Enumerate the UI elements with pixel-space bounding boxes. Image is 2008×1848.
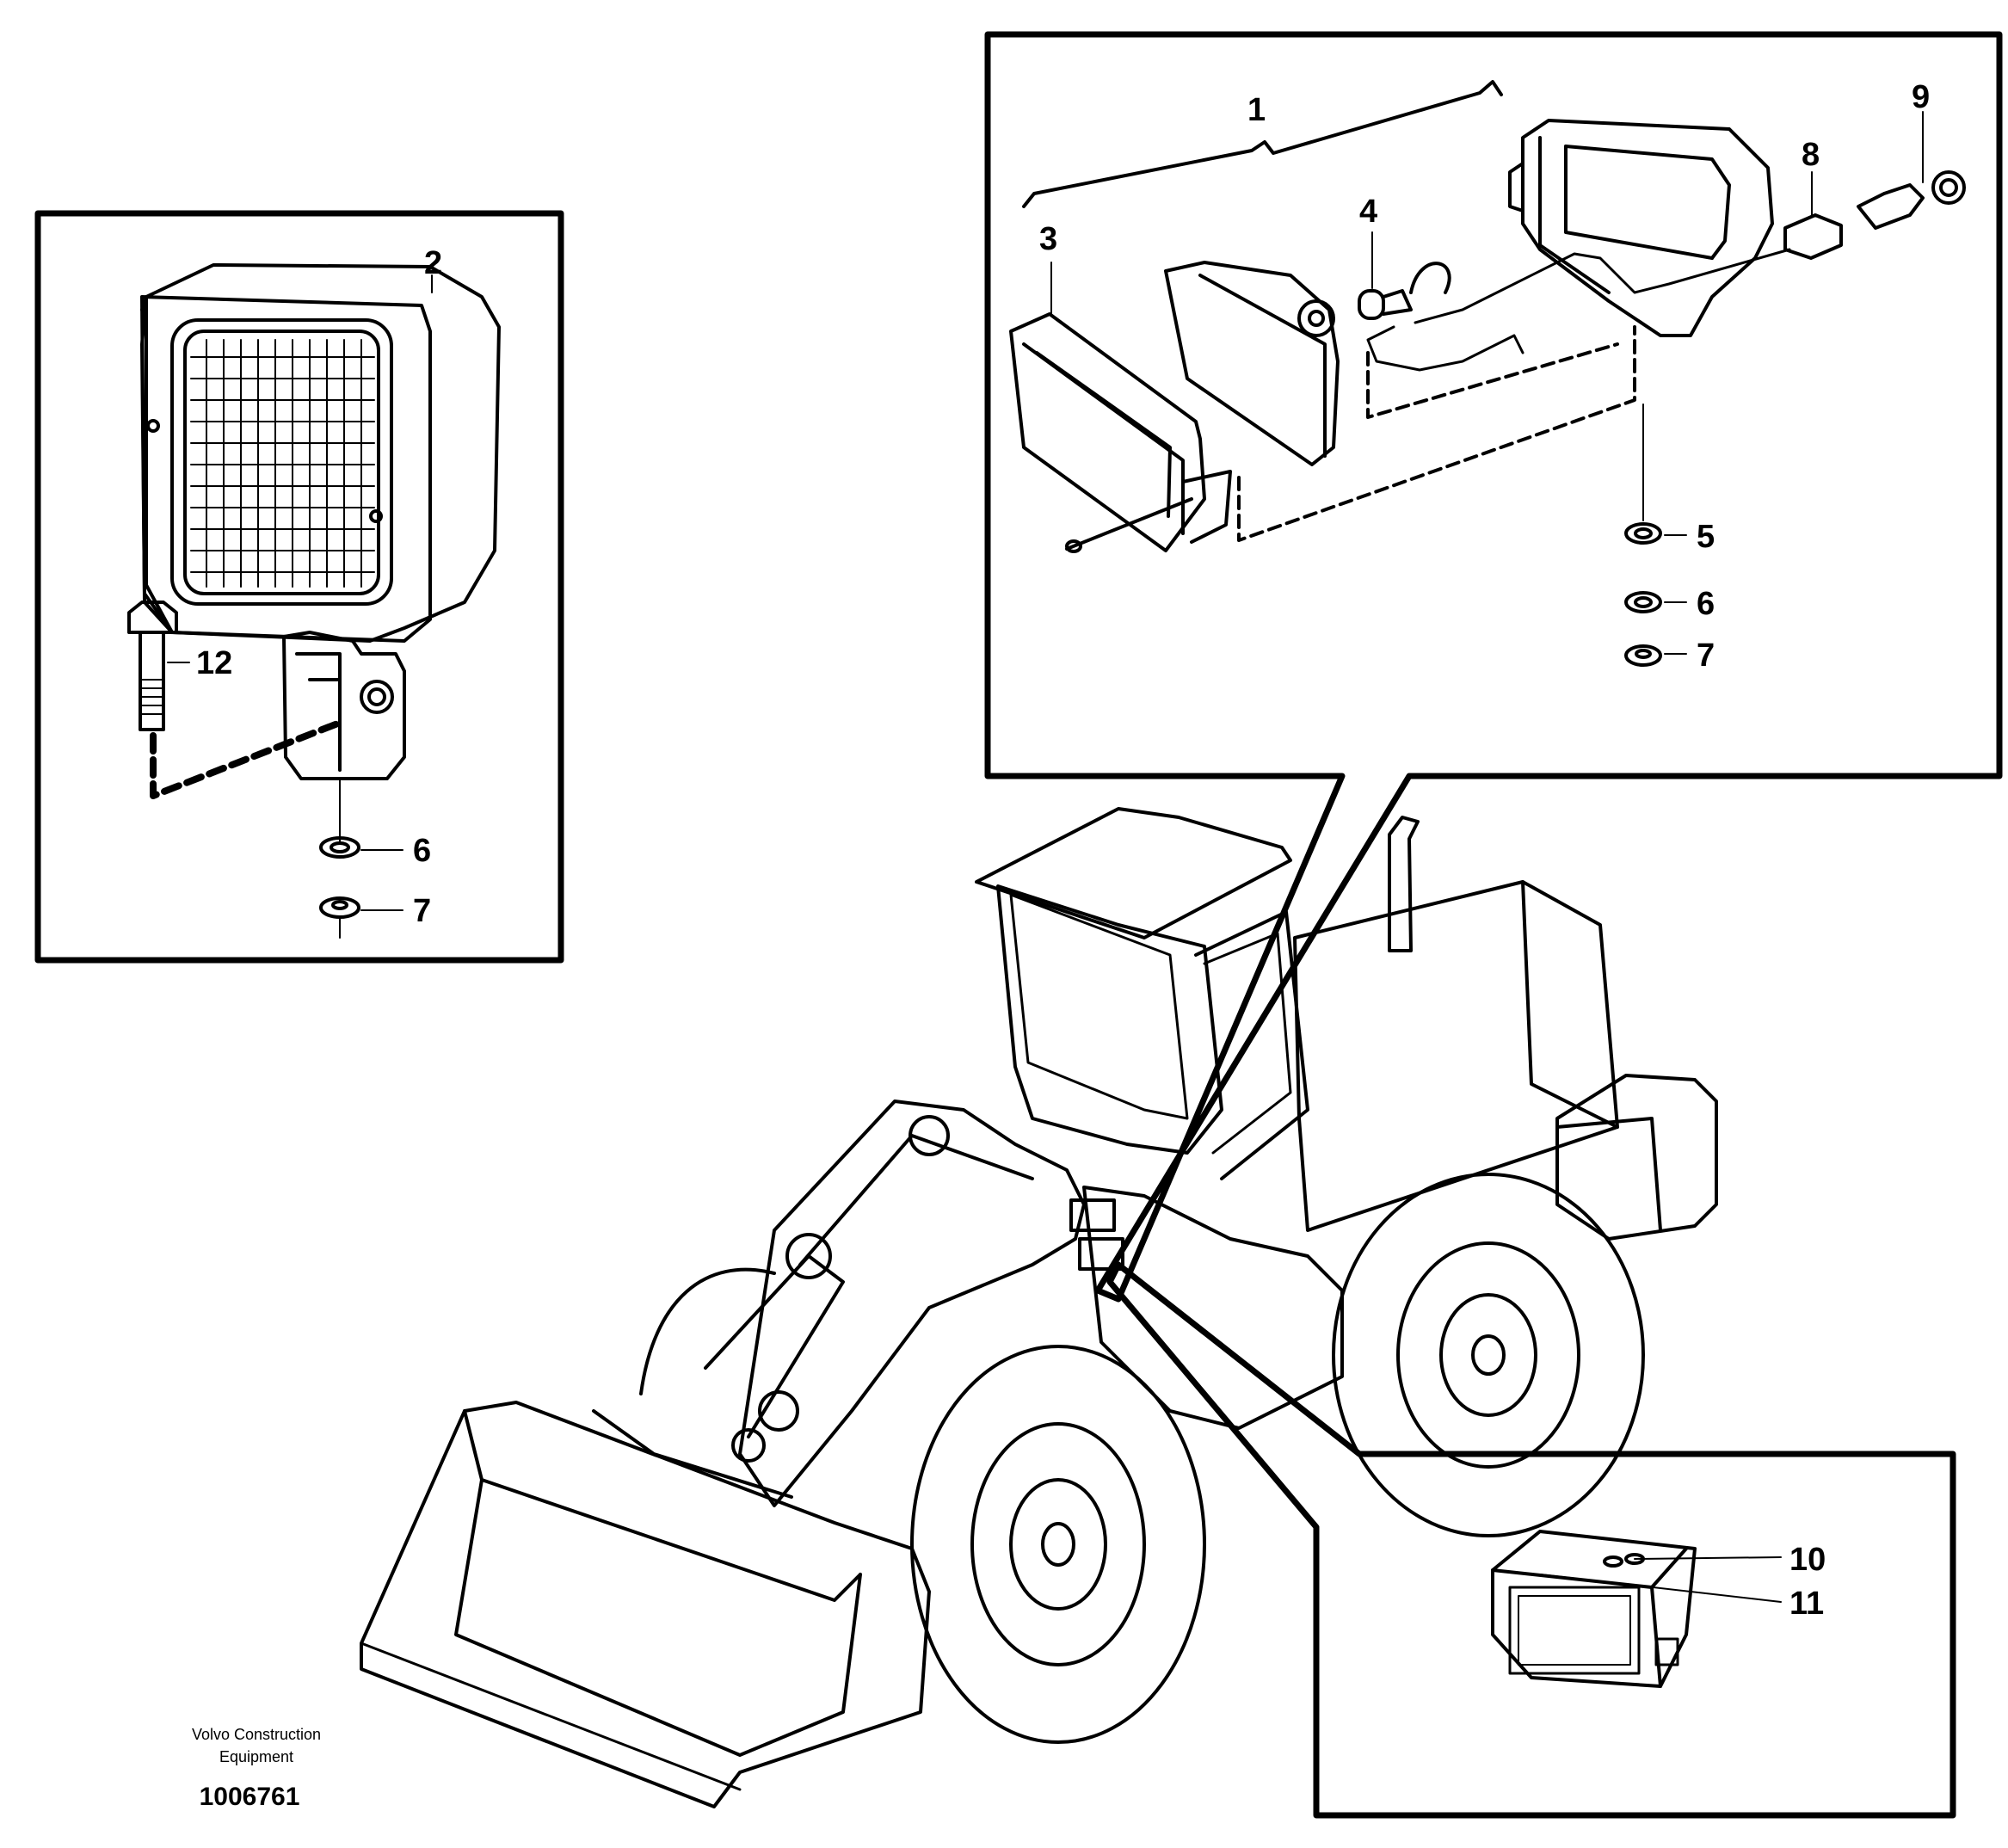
label-part-5: 5	[1697, 519, 1715, 555]
label-part-9: 9	[1912, 79, 1930, 115]
assembly-bracket-part-1	[1022, 80, 1503, 208]
company-name-line2: Equipment	[219, 1748, 293, 1765]
lamp-frame-part-3	[1009, 312, 1232, 552]
plug-part-9	[1857, 170, 1966, 230]
wheel-loader-illustration	[360, 807, 1718, 1808]
label-part-6-top: 6	[1697, 586, 1715, 622]
label-part-1: 1	[1247, 92, 1266, 128]
label-part-7-left: 7	[413, 893, 431, 929]
company-name-line1: Volvo Construction	[192, 1726, 321, 1743]
label-part-2: 2	[424, 245, 442, 281]
top-detail-panel	[984, 31, 2003, 1303]
washer-part-5	[1624, 522, 1662, 545]
bolt-part-12	[127, 601, 178, 731]
rear-wheel	[1332, 1173, 1645, 1537]
label-part-11: 11	[1789, 1586, 1824, 1622]
work-light-lamp	[140, 263, 501, 643]
left-detail-panel	[34, 210, 564, 964]
label-part-7-top: 7	[1697, 638, 1715, 674]
nut-part-7-top	[1624, 644, 1662, 667]
nut-part-7-left	[319, 896, 360, 919]
lamp-lens	[1164, 261, 1340, 466]
label-part-12: 12	[196, 645, 232, 681]
lamp-housing	[1508, 119, 1774, 337]
label-part-6-left: 6	[413, 833, 431, 869]
label-part-3: 3	[1039, 221, 1057, 257]
label-part-8: 8	[1802, 137, 1820, 173]
loader-bucket	[360, 1401, 931, 1808]
bottom-detail-panel	[1106, 1261, 1956, 1819]
washer-part-6-top	[1624, 591, 1662, 613]
front-wheel	[910, 1345, 1206, 1744]
label-part-4: 4	[1359, 194, 1377, 230]
lamp-lens-grid	[190, 339, 375, 588]
lamp-bracket	[282, 631, 406, 780]
label-part-10: 10	[1789, 1542, 1826, 1578]
wiring-cable	[1414, 248, 1791, 324]
screw	[1065, 497, 1193, 551]
small-lamp	[1491, 1530, 1697, 1688]
document-number: 1006761	[200, 1783, 300, 1811]
connector-part-8	[1783, 213, 1843, 260]
washer-part-6-left	[319, 836, 360, 859]
bulb-part-4	[1358, 262, 1451, 320]
